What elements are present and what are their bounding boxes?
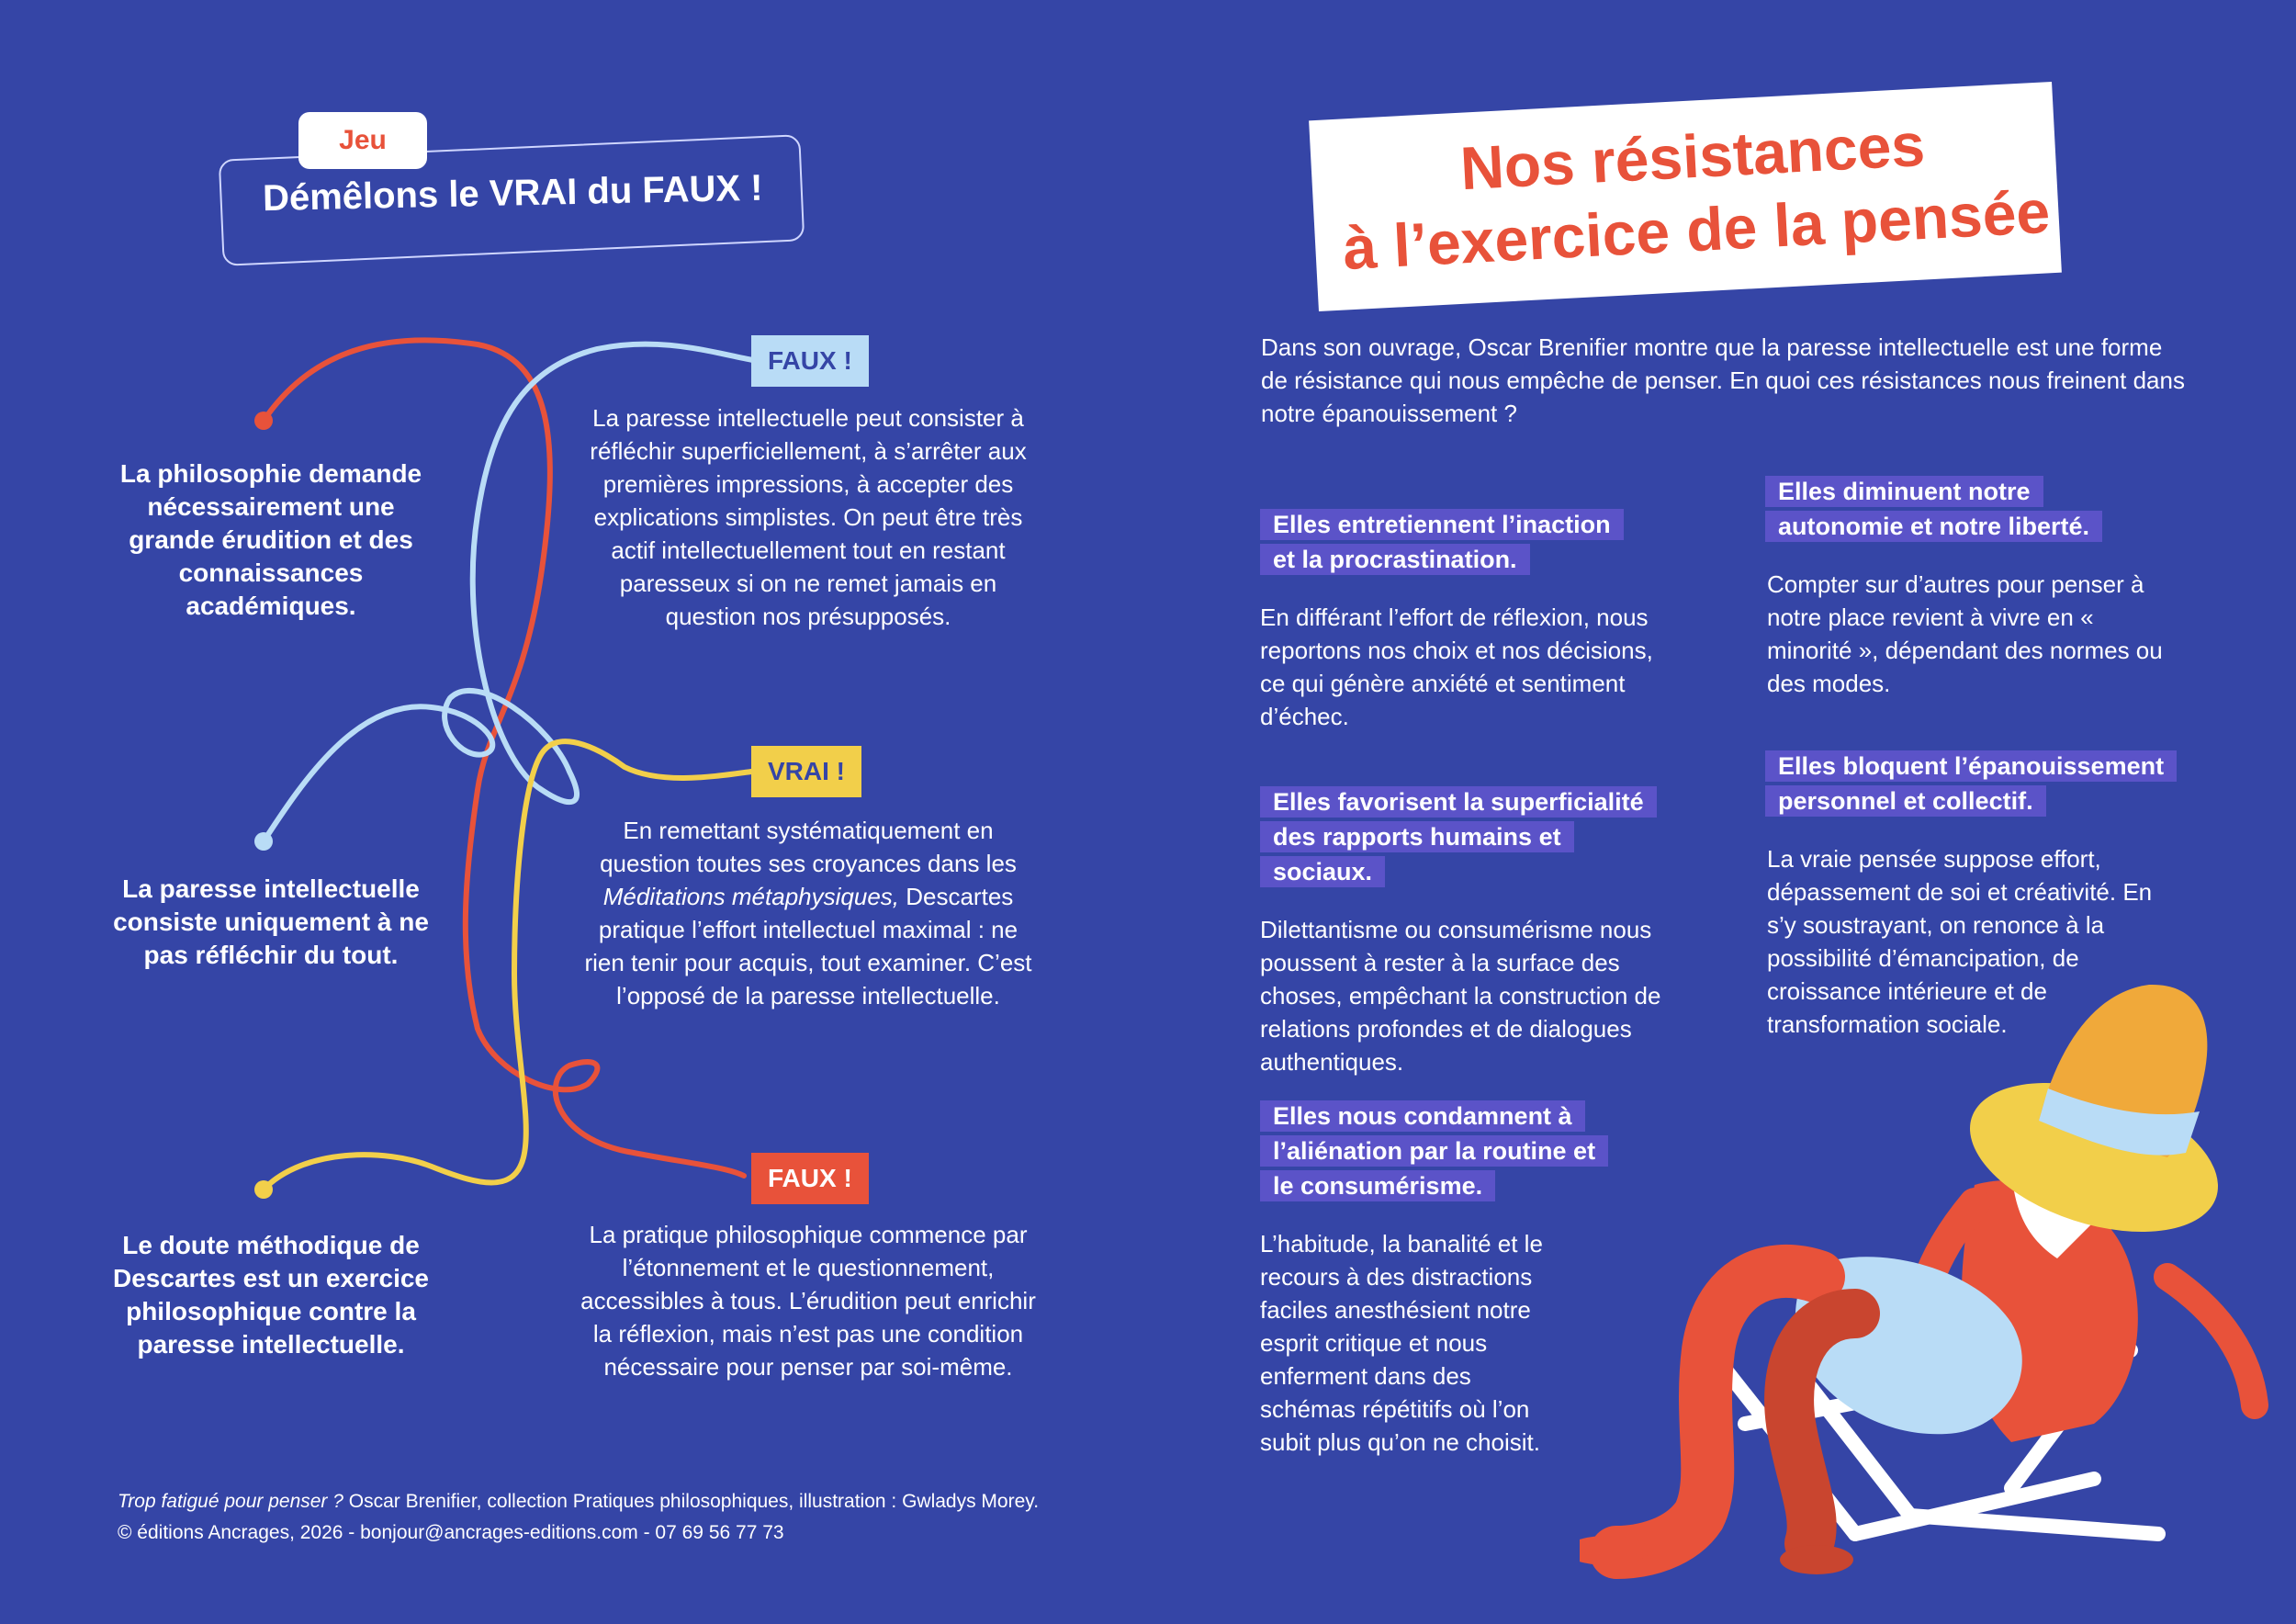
resistance-1-heading: Elles entretiennent l’inaction et la pro… — [1260, 509, 1624, 575]
orange-connector — [261, 337, 747, 1179]
verdict-badge-1: FAUX ! — [751, 335, 869, 387]
resistance-4: Elles bloquent l’épanouissement personne… — [1754, 745, 2195, 1041]
book-title: Méditations métaphysiques, — [602, 883, 900, 910]
game-tag: Jeu — [298, 112, 427, 169]
answer-1: La paresse intellectuelle peut consister… — [590, 404, 1027, 630]
leg-left — [1590, 1244, 1845, 1579]
resistance-1-text: En différant l’effort de réflexion, nous… — [1260, 603, 1653, 730]
statement-3: Le doute méthodique de Descartes est un … — [113, 1231, 429, 1359]
verdict-badge-3: FAUX ! — [751, 1153, 869, 1204]
leg-right — [1764, 1289, 1880, 1568]
resistance-5-text: L’habitude, la banalité et le recours à … — [1260, 1230, 1543, 1456]
answer-2: En remettant systématiquement en questio… — [584, 817, 1032, 1009]
resistance-3-heading: Elles favorisent la superficialité des r… — [1260, 786, 1657, 887]
credits: Trop fatigué pour penser ? Oscar Brenifi… — [118, 1491, 1040, 1543]
lightblue-connector — [261, 341, 756, 844]
resistance-4-text: La vraie pensée suppose effort, dépassem… — [1767, 845, 2153, 1038]
verdict-badge-2: VRAI ! — [751, 746, 861, 797]
resistance-1: Elles entretiennent l’inaction et la pro… — [1249, 503, 1653, 733]
resistance-3: Elles favorisent la superficialité des r… — [1249, 781, 1681, 1078]
sombrero-icon — [1970, 984, 2218, 1232]
foot-right — [1780, 1545, 1853, 1574]
lightblue-dot — [254, 832, 273, 851]
resistance-2-heading: Elles diminuent notre autonomie et notre… — [1765, 476, 2103, 542]
resistance-4-heading: Elles bloquent l’épanouissement personne… — [1765, 750, 2178, 817]
resistance-5: Elles nous condamnent à l’aliénation par… — [1249, 1095, 1616, 1459]
statement-2: La paresse intellectuelle consiste uniqu… — [113, 874, 429, 969]
orange-dot — [254, 412, 273, 430]
yellow-connector — [261, 739, 754, 1192]
publisher-contact: © éditions Ancrages, 2026 - bonjour@ancr… — [118, 1522, 784, 1543]
connector-lines — [254, 337, 756, 1199]
book-title-credit: Trop fatigué pour penser ? — [118, 1491, 343, 1512]
resistance-2-text: Compter sur d’autres pour penser à notre… — [1767, 570, 2163, 697]
statement-1: La philosophie demande nécessairement un… — [119, 459, 422, 620]
resistance-3-text: Dilettantisme ou consumérisme nous pouss… — [1260, 916, 1661, 1076]
yellow-dot — [254, 1180, 273, 1199]
lazy-person-illustration — [1580, 984, 2268, 1579]
resistance-5-heading: Elles nous condamnent à l’aliénation par… — [1260, 1100, 1609, 1201]
foot-left — [1580, 1536, 1649, 1565]
intro-paragraph: Dans son ouvrage, Oscar Brenifier montre… — [1261, 333, 2185, 427]
answer-3: La pratique philosophique commence par l… — [580, 1221, 1036, 1381]
resistance-2: Elles diminuent notre autonomie et notre… — [1754, 470, 2163, 700]
hand — [2154, 1263, 2268, 1419]
